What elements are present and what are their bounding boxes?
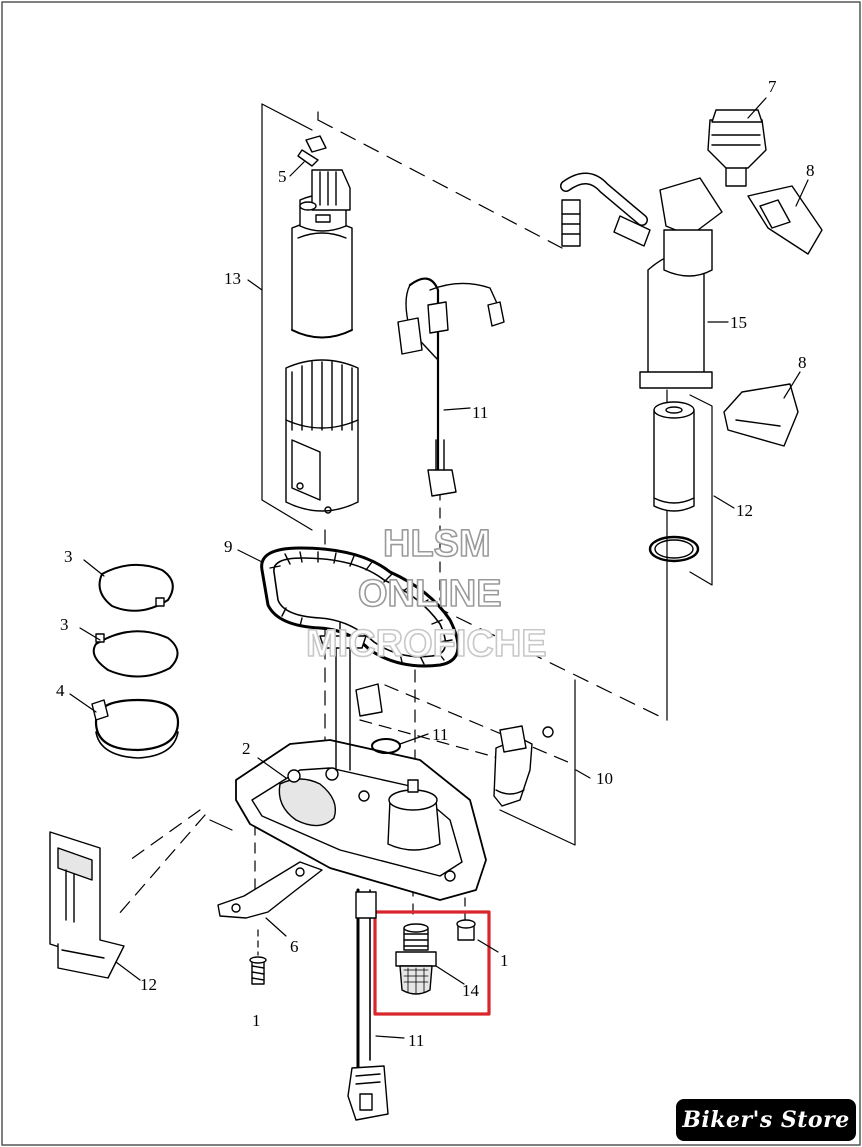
callout-numbers: 7 8 5 13 15 8 11 12 9 3 3 4 11 2 10 6 1 … [56,77,815,1050]
callout-1-right: 1 [500,951,509,970]
callout-13: 13 [224,269,241,288]
callout-6: 6 [290,937,299,956]
flange-plate-2 [235,635,487,901]
clip-5 [297,135,327,167]
regulator-assembly-15 [560,172,723,389]
callout-8-top: 8 [806,161,815,180]
pump-sleeve [285,359,359,514]
callout-2: 2 [242,739,251,758]
callout-3-top: 3 [64,547,73,566]
watermark-line1: HLSM [383,523,491,565]
callout-15: 15 [730,313,747,332]
regulator-7 [707,109,767,187]
screw-1-right [456,919,476,941]
ring-11 [371,738,401,754]
strainer-14 [395,923,437,995]
fuel-pump-13 [291,169,353,339]
callout-1-left: 1 [252,1011,261,1030]
callout-8-bottom: 8 [798,353,807,372]
watermark-line2: ONLINE [358,573,502,615]
highlight-box [373,910,491,1016]
callout-11-ring: 11 [432,725,448,744]
callout-12-bracket: 12 [140,975,157,994]
o-ring-12 [648,535,700,563]
gasket-9 [260,546,460,668]
bracket-6 [217,861,323,919]
callout-leaders [69,97,809,1039]
clip-8-top [747,185,823,255]
store-badge-text: Biker's Store [682,1107,850,1133]
screw-1-left [249,956,267,985]
store-badge: Biker's Store [676,1099,856,1141]
callout-9: 9 [224,537,233,556]
callout-12-filter: 12 [736,501,753,520]
wiring-harness-11-lower [347,888,389,1121]
clip-8-bottom [723,383,799,447]
callout-5: 5 [278,167,287,186]
callout-11-harness: 11 [472,403,488,422]
sensor-10 [493,725,554,807]
callout-10: 10 [596,769,613,788]
callout-3-mid: 3 [60,615,69,634]
fuel-filter-12 [653,401,695,512]
watermark-line3: MICROFICHE [306,623,547,665]
watermark: HLSM ONLINE MICROFICHE [305,522,547,666]
bracket-12 [49,831,125,979]
seal-3-mid [92,630,179,678]
callout-4: 4 [56,681,65,700]
wiring-harness-11-upper [397,277,505,497]
clamp-4 [91,698,180,759]
callout-11-bottom: 11 [408,1031,424,1050]
seal-3-top [98,563,174,612]
callout-14: 14 [462,981,480,1000]
callout-7: 7 [768,77,777,96]
